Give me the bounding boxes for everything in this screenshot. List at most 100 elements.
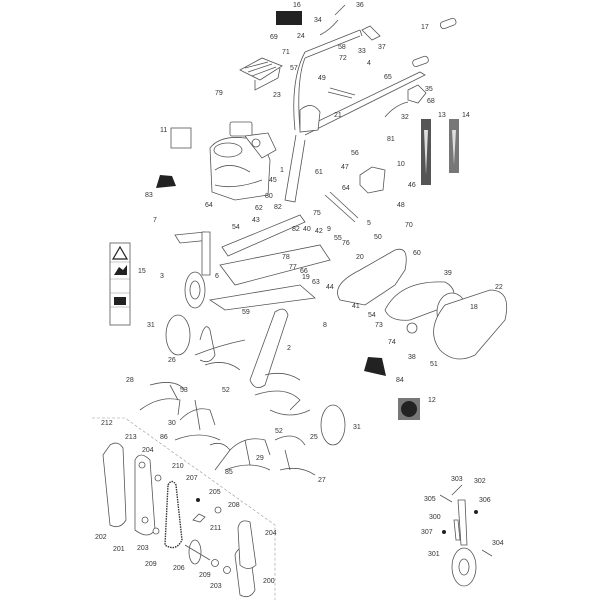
part-label: 12 [428,397,436,404]
part-label: 60 [413,250,421,257]
part-label: 213 [125,434,137,441]
part-label: 303 [451,476,463,483]
part-label: 34 [314,17,322,24]
part-label: 61 [315,169,323,176]
part-label: 31 [147,322,155,329]
grip-17b [439,17,457,30]
part-label: 11 [160,127,167,134]
part-label: 16 [293,2,301,9]
belt-39 [384,281,455,321]
part-label: 80 [265,193,273,200]
part-label: 211 [210,525,221,532]
muffler-guard-23 [239,57,283,91]
part-label: 23 [273,92,281,99]
part-label: 77 [289,264,297,271]
part-label: 59 [242,309,250,316]
part-label: 45 [269,177,277,184]
chain-207 [164,480,183,549]
part-label: 209 [199,572,211,579]
part-label: 66 [300,268,308,275]
warning-icon [111,245,129,260]
part-label: 63 [312,279,320,286]
part-label: 58 [338,44,346,51]
part-label: 70 [405,222,413,229]
ear-protection-icon [401,401,417,417]
decal-84 [364,357,386,376]
sprocket-206 [188,539,202,565]
part-label: 18 [470,304,478,311]
part-label: 39 [444,270,452,277]
part-label: 304 [492,540,504,547]
part-label: 44 [326,284,334,291]
part-label: 206 [173,565,185,572]
part-label: 32 [401,114,409,121]
part-label: 82 [274,204,282,211]
frame [174,214,331,311]
part-label: 15 [138,268,146,275]
part-label: 203 [210,583,222,590]
part-label: 22 [495,284,503,291]
part-label: 47 [341,164,349,171]
part-label: 27 [318,477,326,484]
part-label: 72 [339,55,347,62]
kit-boundary [92,417,276,600]
part-label: 36 [356,2,364,9]
part-label: 38 [408,354,416,361]
part-label: 302 [474,478,486,485]
control-10 [359,166,386,194]
part-label: 200 [263,578,275,585]
part-label: 37 [378,44,386,51]
part-label: 305 [424,496,436,503]
part-label: 55 [334,235,342,242]
part-label: 52 [275,428,283,435]
part-label: 8 [323,322,327,329]
part-label: 13 [438,112,446,119]
part-label: 31 [353,424,361,431]
part-label: 19 [302,274,310,281]
decal-11 [170,127,192,149]
part-label: 5 [367,220,371,227]
part-label: 49 [318,75,326,82]
part-label: 74 [388,339,396,346]
part-label: 54 [232,224,240,231]
wheel-301 [451,547,477,587]
part-label: 69 [270,34,278,41]
part-label: 201 [113,546,125,553]
part-label: 52 [222,387,230,394]
part-label: 53 [180,387,188,394]
chain-case-2 [249,308,289,388]
part-label: 79 [215,90,223,97]
part-label: 46 [408,182,416,189]
part-label: 41 [352,303,360,310]
part-label: 203 [137,545,149,552]
part-label: 202 [95,534,107,541]
part-label: 17 [421,24,429,31]
part-label: 43 [252,217,260,224]
part-label: 85 [225,469,233,476]
part-label: 86 [160,434,168,441]
grip-17a [412,55,429,67]
part-label: 14 [462,112,470,119]
part-label: 51 [430,361,438,368]
part-label: 26 [168,357,176,364]
part-label: 9 [327,226,331,233]
wheel-3-hub [189,280,201,300]
part-label: 30 [168,420,176,427]
part-label: 68 [427,98,435,105]
part-label: 25 [310,434,318,441]
decal-arrow-graphic [424,130,456,175]
part-label: 301 [428,551,440,558]
part-label: 21 [334,112,342,119]
decal-12 [398,398,420,420]
belt-202 [102,442,127,528]
tines [139,314,346,476]
part-label: 42 [315,228,323,235]
part-label: 20 [356,254,364,261]
belt-guard-22 [433,289,508,360]
part-label: 48 [397,202,405,209]
part-label: 204 [265,530,277,537]
part-label: 2 [287,345,291,352]
part-label: 56 [351,150,359,157]
